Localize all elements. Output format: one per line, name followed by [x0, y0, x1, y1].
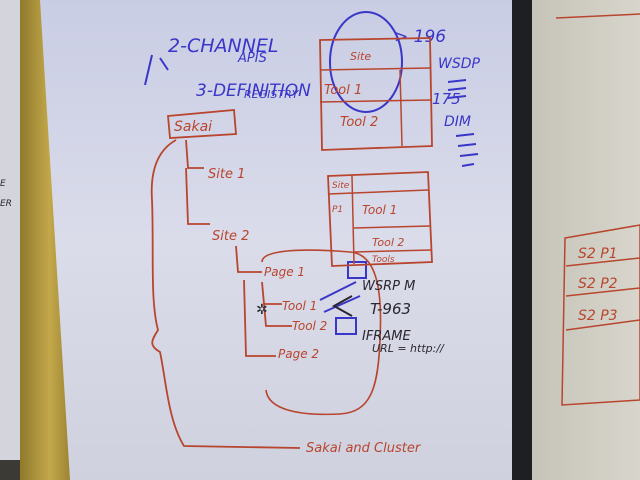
tree-root: Sakai: [174, 119, 212, 135]
blue-notes: 2-CHANNEL APIS 3-DEFINITION REGISTRY > 1…: [144, 11, 481, 335]
note-url: URL = http://: [372, 342, 445, 355]
mid-box-site: Site: [332, 181, 350, 191]
red-tree: Sakai Site 1 Site 2 Page 1 Page 2 Tool 1…: [150, 109, 382, 449]
star-mark: ✲: [256, 302, 268, 318]
top-box-tool2: Tool 2: [340, 115, 378, 130]
mid-box-page: P1: [332, 205, 343, 215]
note-t: T-963: [370, 300, 411, 318]
note-apis: APIS: [237, 51, 267, 66]
note-wsdp: WSDP: [438, 56, 481, 72]
tree-site2: Site 2: [212, 229, 249, 244]
note-3-definition: 3-DEFINITION: [196, 81, 311, 101]
top-box-header: Site: [350, 50, 371, 63]
mid-box-tool2: Tool 2: [372, 236, 404, 249]
right-sheet-row-2: S2 P2: [578, 276, 618, 292]
mid-box-tool-bottom: Tools: [372, 255, 395, 265]
tree-page2: Page 2: [278, 347, 319, 361]
right-sheet-row-1: S2 P1: [578, 246, 618, 262]
top-box-tool1: Tool 1: [324, 83, 362, 98]
tree-site1: Site 1: [208, 167, 245, 182]
right-sheet: S2 P1 S2 P2 S2 P3: [532, 0, 640, 480]
right-sheet-row-3: S2 P3: [578, 308, 618, 324]
top-tool-box: Site Tool 1 Tool 2: [319, 37, 433, 151]
note-iframe: IFRAME: [362, 329, 411, 344]
note-wsrp: WSRP M: [362, 279, 415, 294]
left-sheet-line-1: E: [0, 179, 6, 189]
tree-page1: Page 1: [264, 265, 305, 279]
footer-note: Sakai and Cluster: [306, 441, 422, 456]
note-2-channel: 2-CHANNEL: [168, 35, 279, 57]
black-notes: WSRP M T-963 IFRAME URL = http://: [331, 279, 445, 355]
note-registry: REGISTRY: [244, 88, 300, 101]
mid-box-tool1: Tool 1: [362, 203, 397, 217]
left-sheet-line-2: ER: [0, 199, 12, 209]
note-num-top: > 196: [394, 27, 446, 47]
note-dim: DIM: [444, 114, 471, 130]
tree-tool2: Tool 2: [292, 319, 327, 333]
tree-tool1: Tool 1: [282, 299, 317, 313]
mid-tool-box: Site P1 Tool 1 Tool 2 Tools: [327, 171, 433, 267]
highlight-oval: [329, 11, 403, 113]
note-num-mid: 175: [432, 90, 461, 108]
